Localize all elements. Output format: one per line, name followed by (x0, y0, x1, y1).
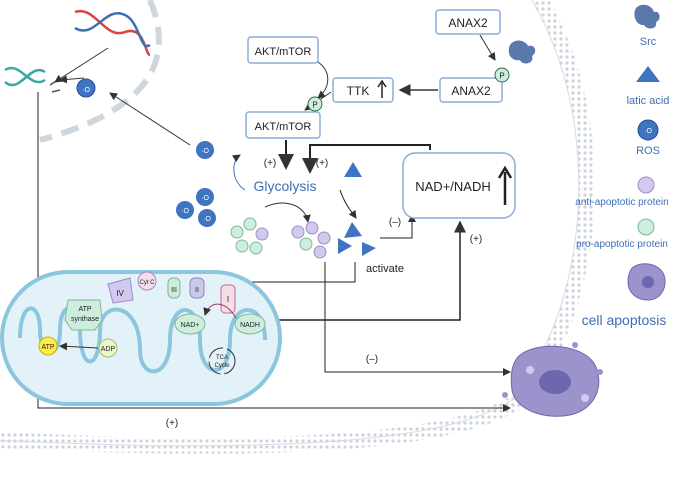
plus-bottom-label: (+) (166, 418, 179, 429)
legend: Src latic acid ·O ROS anti-apoptotic pro… (575, 4, 670, 328)
ros-molecule-icon: ·O (76, 78, 96, 98)
svg-text:·O: ·O (201, 148, 209, 155)
minus-bottom-label: (–) (366, 354, 378, 365)
svg-text:TCA: TCA (216, 355, 228, 361)
complex-ii: II (189, 277, 205, 299)
tca-cycle: TCA Cycle (208, 347, 236, 375)
svg-text:NAD+/NADH: NAD+/NADH (415, 179, 491, 194)
atp-synthase: ATP synthase (64, 299, 103, 331)
legend-src: Src (640, 36, 657, 48)
akt-mtor-top-box: AKT/mTOR (247, 36, 319, 64)
legend-src-icon (634, 4, 660, 29)
broken-dna-icon (4, 66, 61, 93)
svg-text:·O: ·O (181, 208, 189, 215)
latic-acid-icon (338, 162, 376, 256)
nadh-molecule: NADH (234, 313, 266, 335)
nad-plus-molecule: NAD+ (174, 313, 206, 335)
svg-text:·O: ·O (201, 195, 209, 202)
anax2-top-box: ANAX2 (435, 9, 501, 35)
legend-pro-apoptotic-icon (637, 218, 655, 236)
svg-text:IV: IV (116, 289, 124, 298)
svg-text:TTK: TTK (347, 84, 370, 98)
ttk-box: TTK (332, 77, 394, 103)
adp-molecule: ADP (98, 338, 118, 358)
plus-right-label: (+) (470, 234, 483, 245)
svg-text:II: II (195, 287, 199, 294)
glycolysis-label: Glycolysis (253, 178, 316, 194)
legend-latic-acid: latic acid (627, 95, 670, 107)
pro-apoptotic-cluster (230, 217, 269, 255)
svg-text:Cyt C: Cyt C (140, 280, 156, 286)
svg-text:ANAX2: ANAX2 (451, 84, 491, 98)
svg-text:·O: ·O (82, 87, 90, 94)
atp-molecule: ATP (38, 336, 58, 356)
phospho-badge-akt: P (307, 96, 323, 112)
legend-anti-apoptotic: anti-apoptotic protein (575, 197, 668, 208)
svg-text:NADH: NADH (240, 322, 260, 329)
anax2-mid-box: ANAX2 (439, 77, 503, 103)
svg-text:ATP: ATP (78, 306, 91, 313)
legend-cell-apoptosis: cell apoptosis (582, 312, 667, 328)
svg-text:ANAX2: ANAX2 (448, 16, 488, 30)
svg-text:ATP: ATP (41, 344, 54, 351)
svg-text:·O: ·O (644, 128, 652, 135)
cyt-c: Cyt C (137, 271, 157, 291)
legend-pro-apoptotic: pro-apoptotic protein (576, 239, 668, 250)
svg-text:ADP: ADP (101, 346, 116, 353)
complex-iv: IV (107, 277, 134, 304)
svg-text:P: P (499, 72, 504, 81)
svg-text:·O: ·O (203, 216, 211, 223)
akt-mtor-mid-box: AKT/mTOR (245, 111, 321, 139)
legend-ros: ROS (636, 145, 660, 157)
svg-text:I: I (227, 295, 229, 304)
svg-text:P: P (312, 101, 317, 110)
legend-ros-icon: ·O (637, 119, 659, 141)
src-kinase-icon (508, 40, 536, 64)
anti-apoptotic-cluster (291, 221, 331, 259)
phospho-badge: P (494, 67, 510, 83)
activate-label: activate (366, 263, 404, 275)
plus-glyco-left: (+) (264, 158, 277, 169)
nad-nadh-box: NAD+/NADH (402, 152, 516, 219)
minus-mid-label: (–) (389, 217, 401, 228)
svg-text:NAD+: NAD+ (181, 322, 200, 329)
svg-text:AKT/mTOR: AKT/mTOR (255, 121, 312, 133)
legend-apoptosis-icon (627, 263, 666, 301)
legend-latic-acid-icon (636, 66, 660, 82)
legend-anti-apoptotic-icon (637, 176, 655, 194)
svg-text:AKT/mTOR: AKT/mTOR (255, 46, 312, 58)
ros-molecule-icon: ·O ·O ·O ·O (176, 141, 216, 227)
apoptotic-cell-icon (502, 342, 603, 417)
complex-iii: III (167, 277, 181, 299)
dna-helix-icon (74, 9, 152, 57)
nucleus-membrane (39, 0, 162, 143)
plus-glyco-right: (+) (316, 158, 329, 169)
svg-text:synthase: synthase (71, 316, 99, 323)
svg-text:III: III (171, 287, 177, 294)
svg-text:Cycle: Cycle (214, 363, 230, 369)
